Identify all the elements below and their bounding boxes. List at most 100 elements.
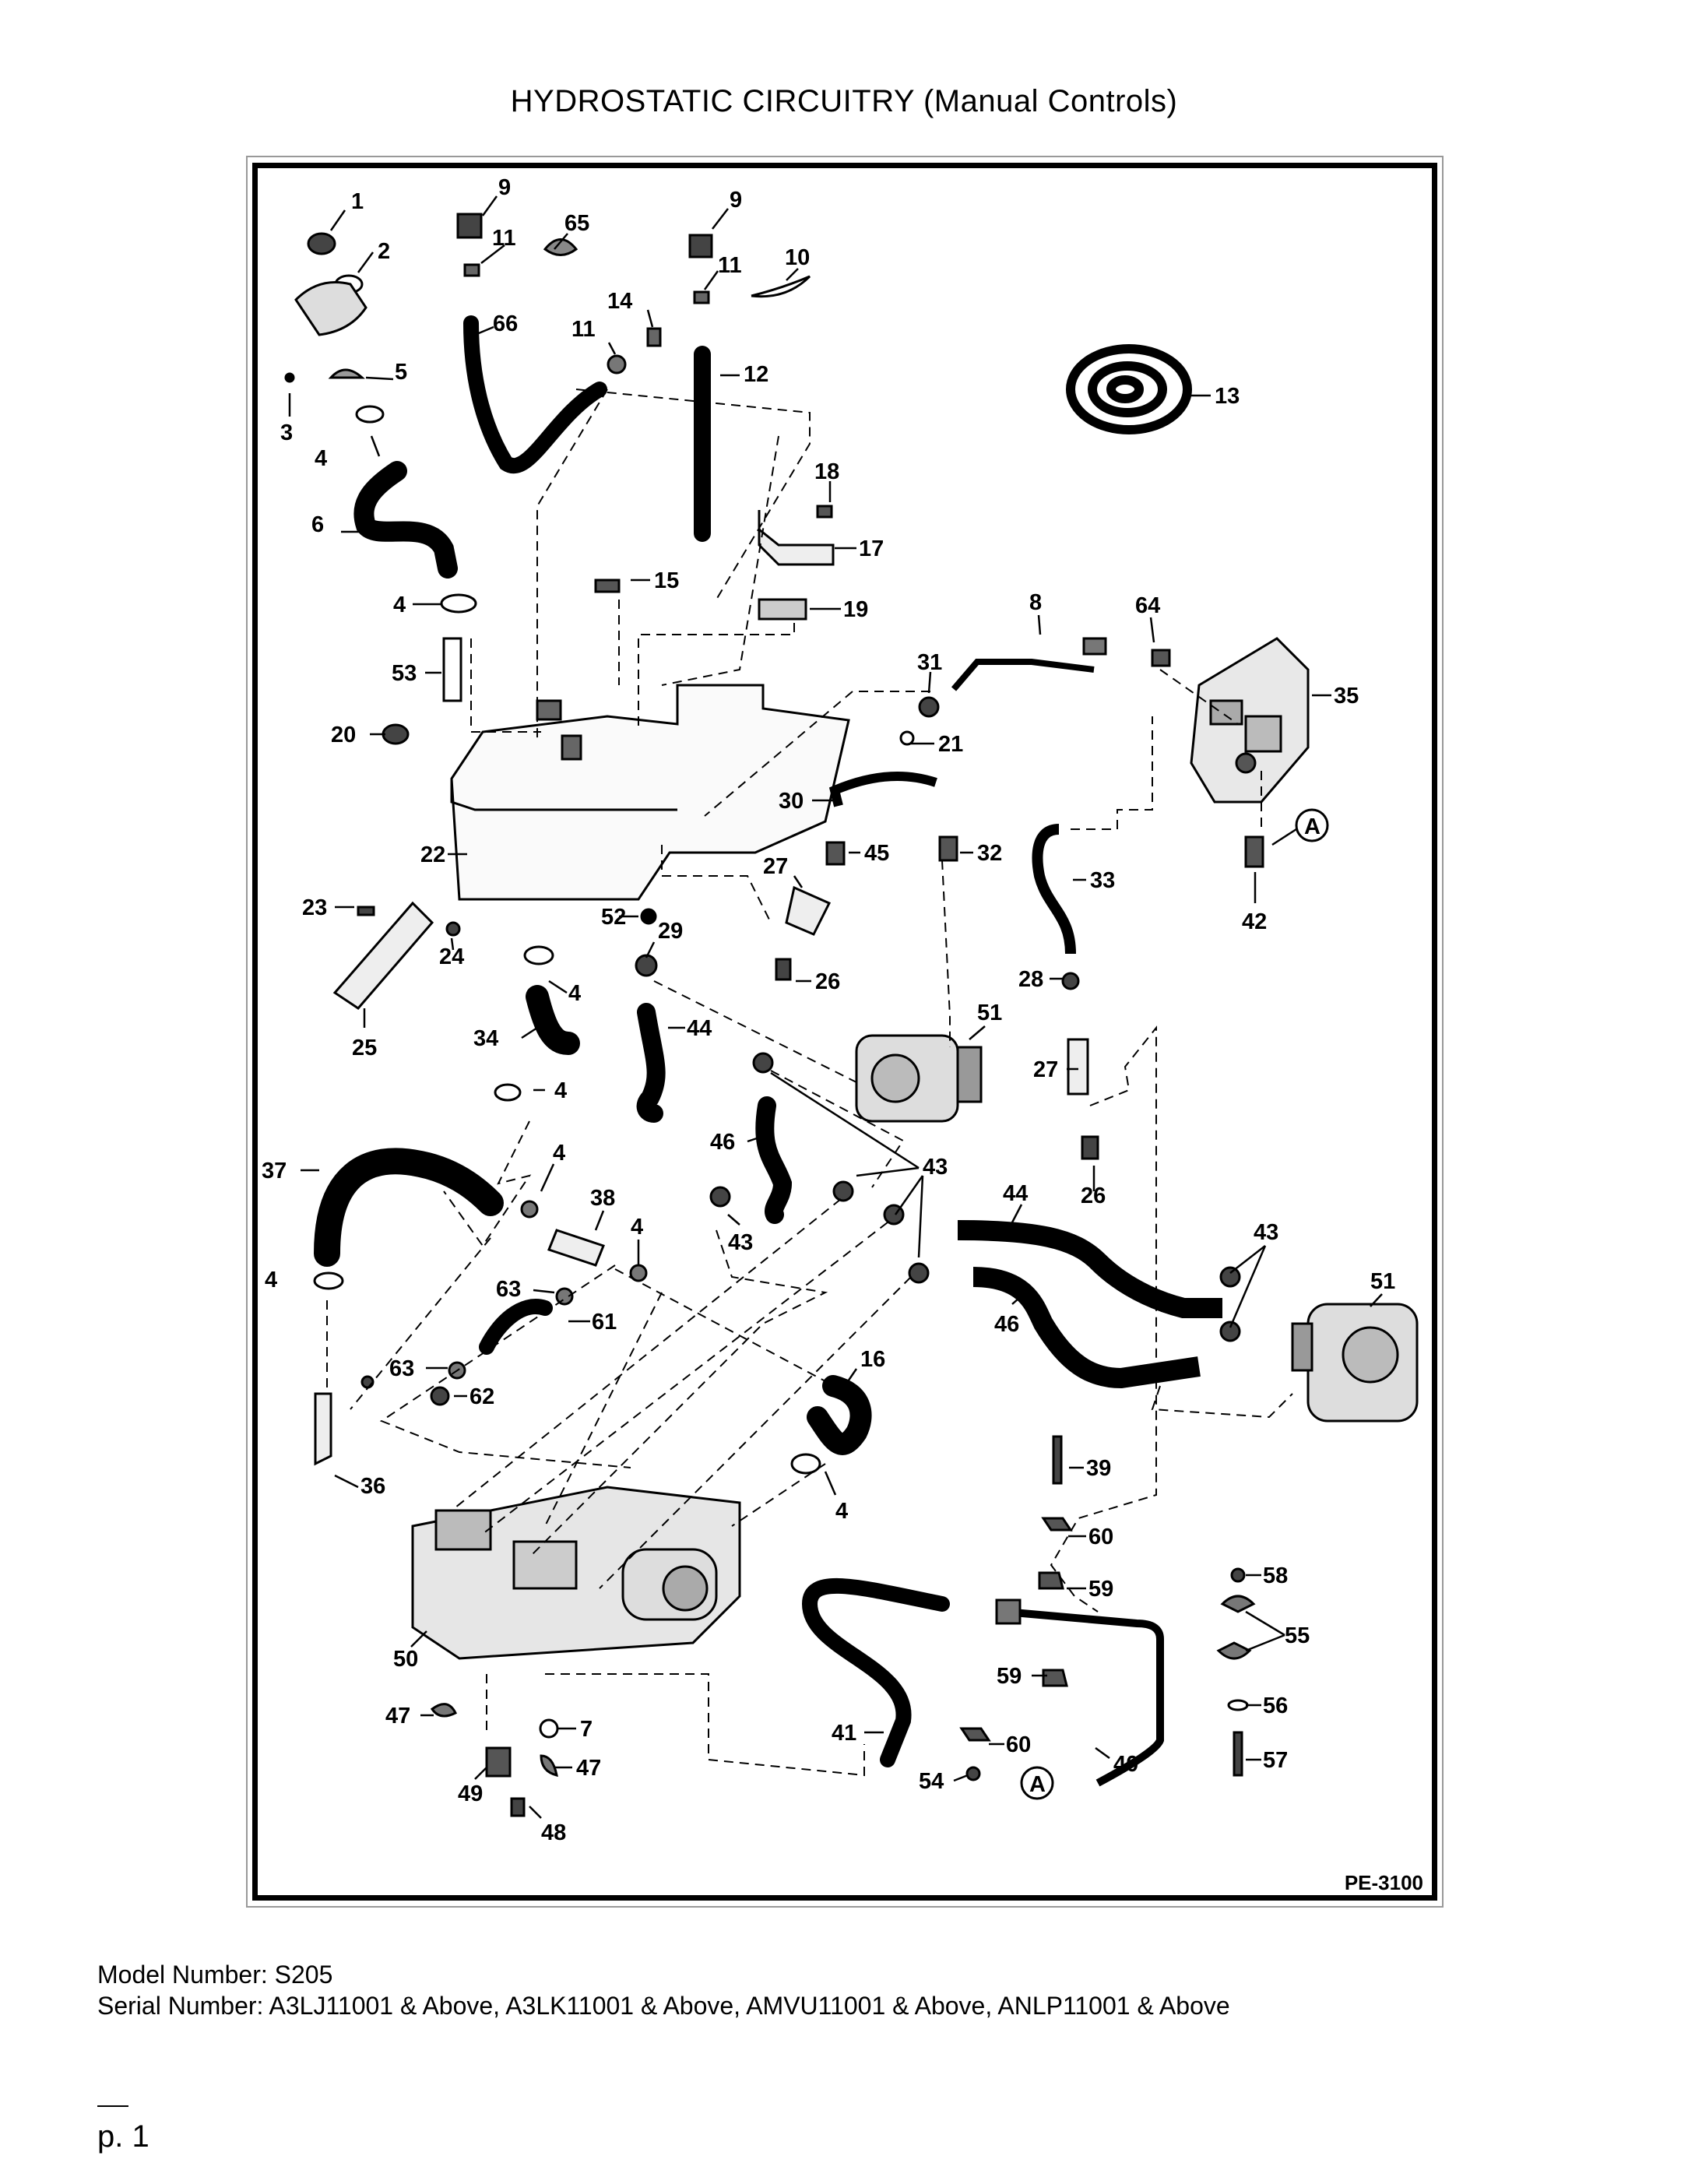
callout-43: 43 [728,1230,753,1255]
part-6-hose [353,461,458,579]
callout-52: 52 [601,905,626,930]
part-38-tee [547,1229,605,1267]
part-29-fitting [635,954,658,977]
part-46-hose-a [755,1096,793,1224]
callout-66: 66 [493,311,518,336]
part-50-hydrostatic-pump [411,1486,741,1660]
part-28-fitting [1061,972,1080,990]
callout-14: 14 [607,289,632,314]
part-60-washer-a [1041,1517,1073,1532]
callout-4: 4 [631,1215,643,1240]
part-11-clamp-a [463,263,480,277]
diagram-frame [252,163,1437,1901]
part-11-clamp-b [607,354,627,375]
part-63-clamp-a [555,1287,574,1306]
callout-leader-lines [288,195,1383,1819]
callout-41: 41 [832,1721,856,1746]
part-59-clamp-a [1038,1571,1064,1590]
part-40-nut [995,1598,1022,1625]
callout-19: 19 [843,597,868,622]
connector-a-upper [1295,808,1329,842]
callout-42: 42 [1242,909,1267,934]
callout-17: 17 [859,536,884,561]
callout-47: 47 [576,1756,601,1781]
part-4-clamp-h [790,1453,821,1475]
part-30-hose [828,772,937,807]
part-21-oring [899,730,915,746]
part-56-washer [1227,1699,1249,1711]
callout-63: 63 [496,1277,521,1302]
callout-20: 20 [331,723,356,747]
part-42-fitting [1244,835,1264,868]
callout-26: 26 [815,969,840,994]
part-65-clip [543,238,578,256]
callout-38: 38 [590,1186,615,1211]
connector-a-label: A [1304,814,1321,839]
part-41-hose [801,1577,950,1767]
part-7-oring [539,1718,559,1739]
part-4-clamp-b [440,593,477,614]
part-54-nut [965,1766,981,1781]
callout-34: 34 [473,1026,498,1051]
callout-46: 46 [710,1130,735,1155]
callout-32: 32 [977,841,1002,866]
part-9-fitting-b [688,234,713,258]
part-2-filler-neck [294,281,367,336]
callout-4: 4 [568,981,581,1006]
part-8-nut [1082,637,1107,656]
part-44-hose-a [636,1003,666,1123]
callout-51: 51 [977,1001,1002,1025]
part-4-clamp-e [313,1271,344,1290]
part-43-fitting-b [709,1186,731,1208]
callout-11: 11 [571,317,596,342]
model-number: Model Number: S205 [97,1961,333,1989]
part-57-bolt [1233,1731,1243,1777]
part-51-drive-motor-b [1291,1303,1419,1423]
callout-43: 43 [1254,1220,1278,1245]
callout-57: 57 [1263,1748,1288,1773]
part-3-screw [284,372,295,383]
part-31-fitting [918,696,940,718]
callout-44: 44 [1003,1181,1028,1206]
callout-27: 27 [763,854,788,879]
callout-23: 23 [302,895,327,920]
page-title: HYDROSTATIC CIRCUITRY (Manual Controls) [510,84,1178,118]
callout-45: 45 [864,841,889,866]
part-26-fitting-a [775,958,792,981]
part-52-plug [640,908,657,925]
part-53-tube [442,637,462,702]
part-14-fitting [646,327,662,347]
part-18-bolt [816,505,833,519]
part-62-fitting [430,1386,450,1406]
callout-4: 4 [393,593,406,617]
callout-2: 2 [378,239,390,264]
part-25-shield [332,901,434,1010]
callout-10: 10 [785,245,810,270]
part-55-clamp-a [1220,1595,1256,1613]
part-61-hose [479,1299,553,1355]
part-37-hose [314,1148,504,1267]
callout-46: 46 [994,1312,1019,1337]
part-39-bolt [1052,1435,1063,1485]
callout-54: 54 [919,1769,944,1794]
callout-16: 16 [860,1347,885,1372]
callout-4: 4 [315,446,327,471]
callout-33: 33 [1090,868,1115,893]
part-55-clamp-b [1216,1641,1252,1660]
callout-59: 59 [997,1664,1022,1689]
part-59-clamp-b [1042,1669,1068,1687]
part-5-grommet [328,368,365,379]
callout-43: 43 [923,1155,948,1180]
part-27-filter-a [785,885,832,936]
callout-58: 58 [1263,1563,1288,1588]
part-4-clamp-f [520,1200,539,1219]
callout-4: 4 [835,1499,848,1524]
part-43-fitting-a [752,1052,774,1074]
callout-4: 4 [265,1268,277,1292]
part-43-fitting-g [1219,1321,1241,1342]
callout-44: 44 [687,1016,712,1041]
callout-25: 25 [352,1036,377,1060]
callout-30: 30 [779,789,804,814]
part-32-fitting [938,835,958,862]
callout-5: 5 [395,360,407,385]
